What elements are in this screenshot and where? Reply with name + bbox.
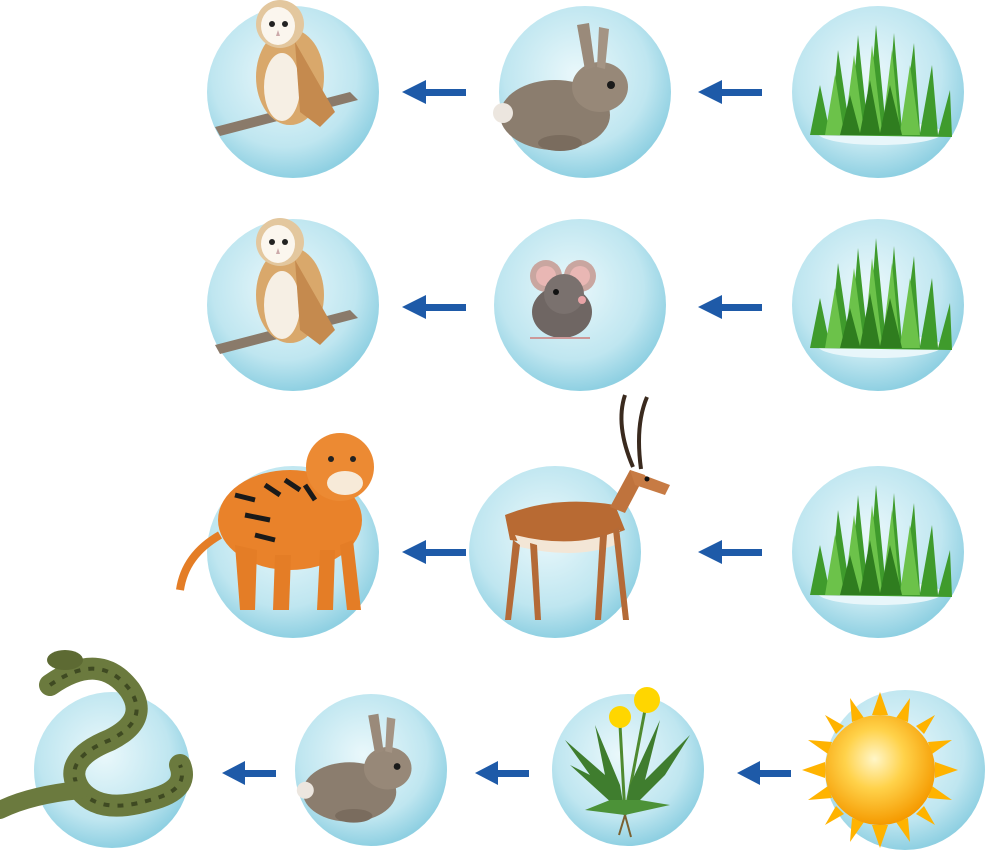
rabbit-bubble bbox=[493, 6, 671, 178]
sun-bubble bbox=[802, 690, 985, 850]
arrow-left-icon bbox=[475, 761, 529, 785]
grass-bubble bbox=[792, 219, 964, 391]
owl-bubble bbox=[207, 0, 379, 178]
rabbit-bubble bbox=[295, 694, 447, 846]
gazelle-bubble bbox=[469, 395, 670, 638]
tiger-icon bbox=[180, 433, 374, 610]
arrow-left-icon bbox=[698, 540, 762, 564]
owl-bubble bbox=[207, 218, 379, 391]
grass-bubble bbox=[792, 6, 964, 178]
chain-2 bbox=[207, 218, 964, 391]
arrow-left-icon bbox=[737, 761, 791, 785]
arrow-left-icon bbox=[222, 761, 276, 785]
arrow-left-icon bbox=[402, 540, 466, 564]
arrow-left-icon bbox=[698, 80, 762, 104]
tiger-bubble bbox=[180, 433, 379, 638]
snake-bubble bbox=[0, 650, 190, 848]
arrow-left-icon bbox=[402, 295, 466, 319]
chain-3 bbox=[180, 395, 964, 638]
arrow-left-icon bbox=[698, 295, 762, 319]
arrow-left-icon bbox=[402, 80, 466, 104]
sun-icon bbox=[802, 692, 958, 848]
dandelion-bubble bbox=[552, 687, 704, 846]
chain-1 bbox=[207, 0, 964, 178]
grass-bubble bbox=[792, 466, 964, 638]
mouse-bubble bbox=[494, 219, 666, 391]
chain-4 bbox=[0, 650, 985, 850]
